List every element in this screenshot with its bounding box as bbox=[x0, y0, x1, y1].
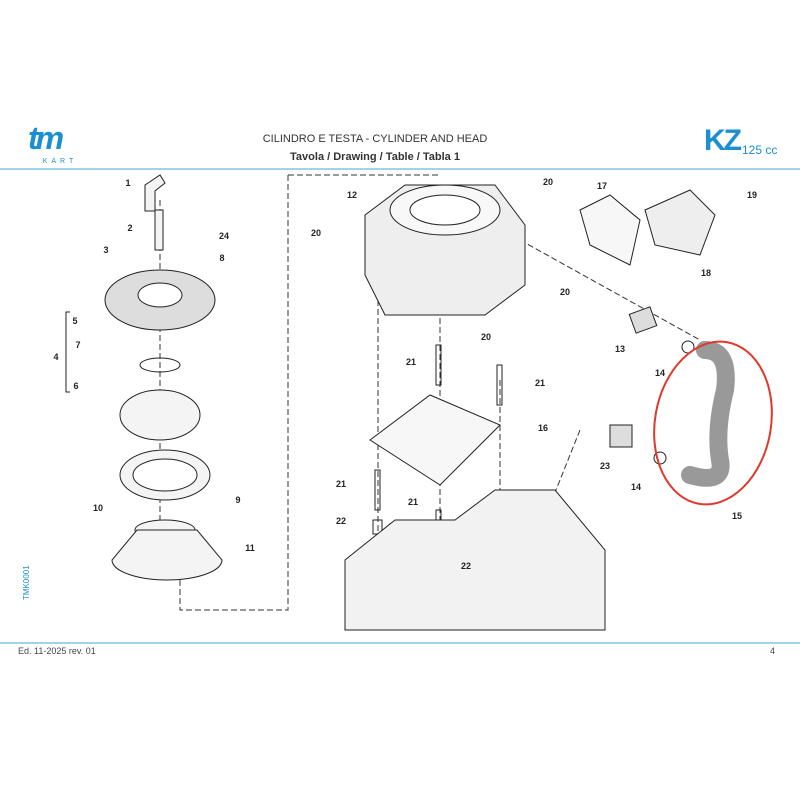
callout-number: 1 bbox=[125, 178, 131, 188]
edition: Ed. 11-2025 rev. 01 bbox=[18, 646, 96, 656]
cylinder bbox=[364, 184, 526, 316]
fitting-23 bbox=[609, 424, 633, 448]
callout-number: 21 bbox=[534, 378, 546, 388]
callout-number: 7 bbox=[75, 340, 81, 350]
callout-number: 20 bbox=[480, 332, 492, 342]
callout-number: 16 bbox=[537, 423, 549, 433]
callout-number: 6 bbox=[73, 381, 79, 391]
callout-number: 20 bbox=[559, 287, 571, 297]
callout-number: 15 bbox=[731, 511, 743, 521]
callout-number: 8 bbox=[219, 253, 225, 263]
footer-rule bbox=[0, 642, 800, 644]
crankcase bbox=[344, 489, 606, 631]
logo-text: tm bbox=[28, 120, 64, 156]
callout-number: 14 bbox=[654, 368, 666, 378]
callout-number: 10 bbox=[92, 503, 104, 513]
tm-kart-logo: tm KART bbox=[28, 122, 92, 168]
callout-number: 23 bbox=[599, 461, 611, 471]
callout-number: 18 bbox=[700, 268, 712, 278]
callout-number: 4 bbox=[53, 352, 59, 362]
callout-number: 19 bbox=[746, 190, 758, 200]
callout-number: 21 bbox=[407, 497, 419, 507]
callout-number: 24 bbox=[218, 231, 230, 241]
page-subtitle: Tavola / Drawing / Table / Tabla 1 bbox=[290, 151, 460, 163]
logo-sub: KART bbox=[42, 158, 78, 165]
callout-number: 17 bbox=[596, 181, 608, 191]
water-hose bbox=[681, 341, 735, 487]
exhaust-flange bbox=[644, 189, 716, 256]
highlight-circle bbox=[653, 340, 773, 506]
callout-number: 12 bbox=[346, 190, 358, 200]
callout-number: 21 bbox=[335, 479, 347, 489]
fitting-13 bbox=[628, 306, 658, 334]
callout-number: 9 bbox=[235, 495, 241, 505]
page-title: CILINDRO E TESTA - CYLINDER AND HEAD bbox=[262, 133, 488, 145]
callout-number: 14 bbox=[630, 482, 642, 492]
page-number: 4 bbox=[770, 646, 776, 656]
callout-number: 13 bbox=[614, 344, 626, 354]
base-gasket bbox=[369, 394, 501, 486]
callout-number: 22 bbox=[460, 561, 472, 571]
callout-number: 22 bbox=[335, 516, 347, 526]
callout-number: 20 bbox=[310, 228, 322, 238]
header-rule bbox=[0, 168, 800, 170]
exhaust-gasket bbox=[579, 194, 641, 266]
callout-number: 11 bbox=[245, 543, 255, 553]
cylinder-head bbox=[104, 174, 223, 581]
callout-number: 21 bbox=[405, 357, 417, 367]
model-name: KZ bbox=[704, 124, 742, 157]
callout-number: 5 bbox=[72, 316, 78, 326]
callout-number: 3 bbox=[103, 245, 109, 255]
displacement: 125 cc bbox=[742, 143, 778, 157]
callout-number: 20 bbox=[542, 177, 554, 187]
callout-number: 2 bbox=[127, 223, 133, 233]
